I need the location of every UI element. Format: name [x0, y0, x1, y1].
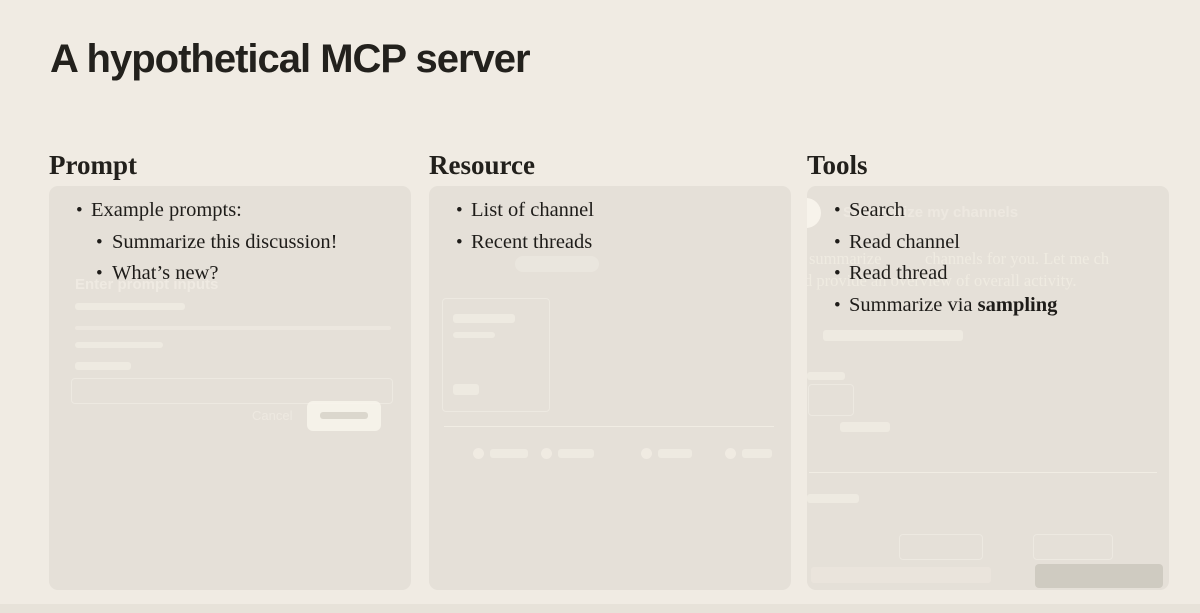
- ghost-field-label: [75, 303, 185, 310]
- ghost-dark-button: [1035, 564, 1163, 588]
- list-item: What’s new?: [49, 258, 411, 290]
- ghost-footer-bar: [811, 567, 991, 583]
- ghost-button-outline: [1033, 534, 1113, 560]
- list-item: List of channel: [429, 195, 791, 227]
- ghost-field-label: [807, 494, 859, 503]
- ghost-submit-button-label: [320, 412, 368, 419]
- ghost-field-label: [807, 372, 845, 380]
- list-item: Read channel: [807, 227, 1169, 259]
- ghost-button-outline: [899, 534, 983, 560]
- resource-card: List of channel Recent threads: [429, 186, 791, 590]
- ghost-chip-label: [490, 449, 528, 458]
- ghost-chip-icon: [641, 448, 652, 459]
- ghost-chip-label: [658, 449, 692, 458]
- list-item: Example prompts:: [49, 195, 411, 227]
- sampling-emphasis: sampling: [977, 293, 1058, 316]
- ghost-field-label: [75, 362, 131, 370]
- list-item: Recent threads: [429, 227, 791, 259]
- tools-bullet-list: Search Read channel Read thread Summariz…: [807, 195, 1169, 321]
- list-item: Read thread: [807, 258, 1169, 290]
- list-item: Summarize this discussion!: [49, 227, 411, 259]
- ghost-section-heading: [823, 330, 963, 341]
- ghost-submit-button: [307, 401, 381, 431]
- ghost-text-line: [75, 326, 391, 330]
- resource-bullet-list: List of channel Recent threads: [429, 195, 791, 258]
- ghost-chip-icon: [725, 448, 736, 459]
- list-item: Search: [807, 195, 1169, 227]
- ghost-divider: [444, 426, 774, 427]
- ghost-chip-icon: [541, 448, 552, 459]
- column-heading-prompt: Prompt: [49, 150, 137, 181]
- ghost-pill: [515, 256, 599, 272]
- ghost-small-box: [808, 384, 854, 416]
- ghost-panel-value: [453, 384, 479, 395]
- ghost-chip-label: [558, 449, 594, 458]
- ghost-panel-label: [453, 314, 515, 323]
- ghost-field-label: [75, 342, 163, 348]
- ghost-cancel-button: Cancel: [252, 408, 293, 423]
- ghost-side-panel: [442, 298, 550, 412]
- bottom-edge-strip: [0, 604, 1200, 613]
- ghost-toolbar-chip: [541, 448, 594, 459]
- ghost-toolbar-chip: [473, 448, 528, 459]
- ghost-toolbar-chip: [641, 448, 692, 459]
- column-heading-resource: Resource: [429, 150, 535, 181]
- ghost-chip-icon: [473, 448, 484, 459]
- ghost-chip-label: [742, 449, 772, 458]
- list-item: Summarize via sampling: [807, 290, 1169, 322]
- slide-title: A hypothetical MCP server: [50, 36, 531, 81]
- ghost-divider: [809, 472, 1157, 473]
- tools-card: Summarize my channels summarize channels…: [807, 186, 1169, 590]
- ghost-input-field: [71, 378, 393, 404]
- ghost-toolbar-chip: [725, 448, 772, 459]
- prompt-bullet-list: Example prompts: Summarize this discussi…: [49, 195, 411, 290]
- prompt-card: Enter prompt inputs Cancel Example promp…: [49, 186, 411, 590]
- column-heading-tools: Tools: [807, 150, 868, 181]
- ghost-panel-line: [453, 332, 495, 338]
- ghost-value: [840, 422, 890, 432]
